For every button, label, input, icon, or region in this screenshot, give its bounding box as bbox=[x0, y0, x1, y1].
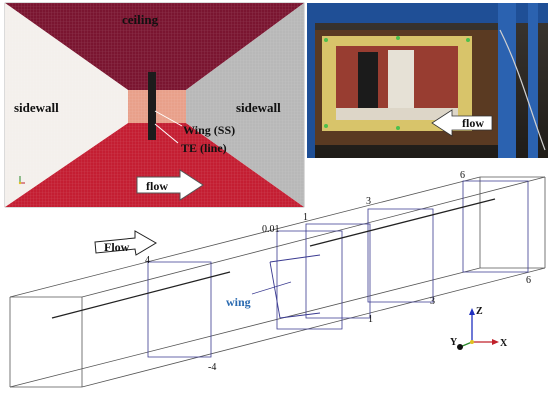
tick-top-001: 0.01 bbox=[262, 224, 280, 235]
flow-arrow-domain bbox=[94, 230, 157, 256]
tick-top-1: 1 bbox=[303, 212, 308, 223]
section-frame-4 bbox=[147, 261, 212, 358]
axis-x-label: X bbox=[500, 338, 508, 349]
wind-tunnel-photo bbox=[307, 3, 548, 158]
axis-y-label: Y bbox=[450, 337, 458, 348]
ceiling-label: ceiling bbox=[122, 12, 159, 27]
cfd-tunnel-view bbox=[4, 2, 305, 208]
tick-top-6: 6 bbox=[460, 170, 465, 181]
computational-domain bbox=[9, 176, 546, 388]
wing-label-domain: wing bbox=[226, 295, 251, 309]
section-frame-1 bbox=[305, 223, 371, 319]
mini-axis-icon bbox=[18, 176, 25, 185]
tick-front-1: 1 bbox=[368, 314, 373, 325]
te-line-label: TE (line) bbox=[181, 141, 227, 155]
section-frame-3 bbox=[367, 208, 434, 303]
sidewall-right-label: sidewall bbox=[236, 100, 281, 115]
tick-front-6: 6 bbox=[526, 275, 531, 286]
wing-body bbox=[148, 72, 156, 140]
section-frame-6 bbox=[462, 180, 529, 273]
axis-triad-icon bbox=[457, 308, 499, 350]
sidewall-left-label: sidewall bbox=[14, 100, 59, 115]
tick-front-neg4: -4 bbox=[208, 362, 216, 373]
flow-arrow-photo bbox=[431, 109, 493, 137]
flow-arrow-cfd bbox=[136, 169, 204, 201]
wing-ss-label: Wing (SS) bbox=[183, 123, 235, 137]
flow-label-domain: Flow bbox=[104, 240, 130, 254]
flow-label-cfd: flow bbox=[146, 179, 168, 193]
axis-z-label: Z bbox=[476, 306, 483, 317]
tick-top-4: 4 bbox=[145, 255, 150, 266]
flow-label-photo: flow bbox=[462, 116, 484, 130]
section-frame-0 bbox=[276, 230, 343, 330]
tick-top-3: 3 bbox=[366, 196, 371, 207]
tick-front-3: 3 bbox=[430, 296, 435, 307]
